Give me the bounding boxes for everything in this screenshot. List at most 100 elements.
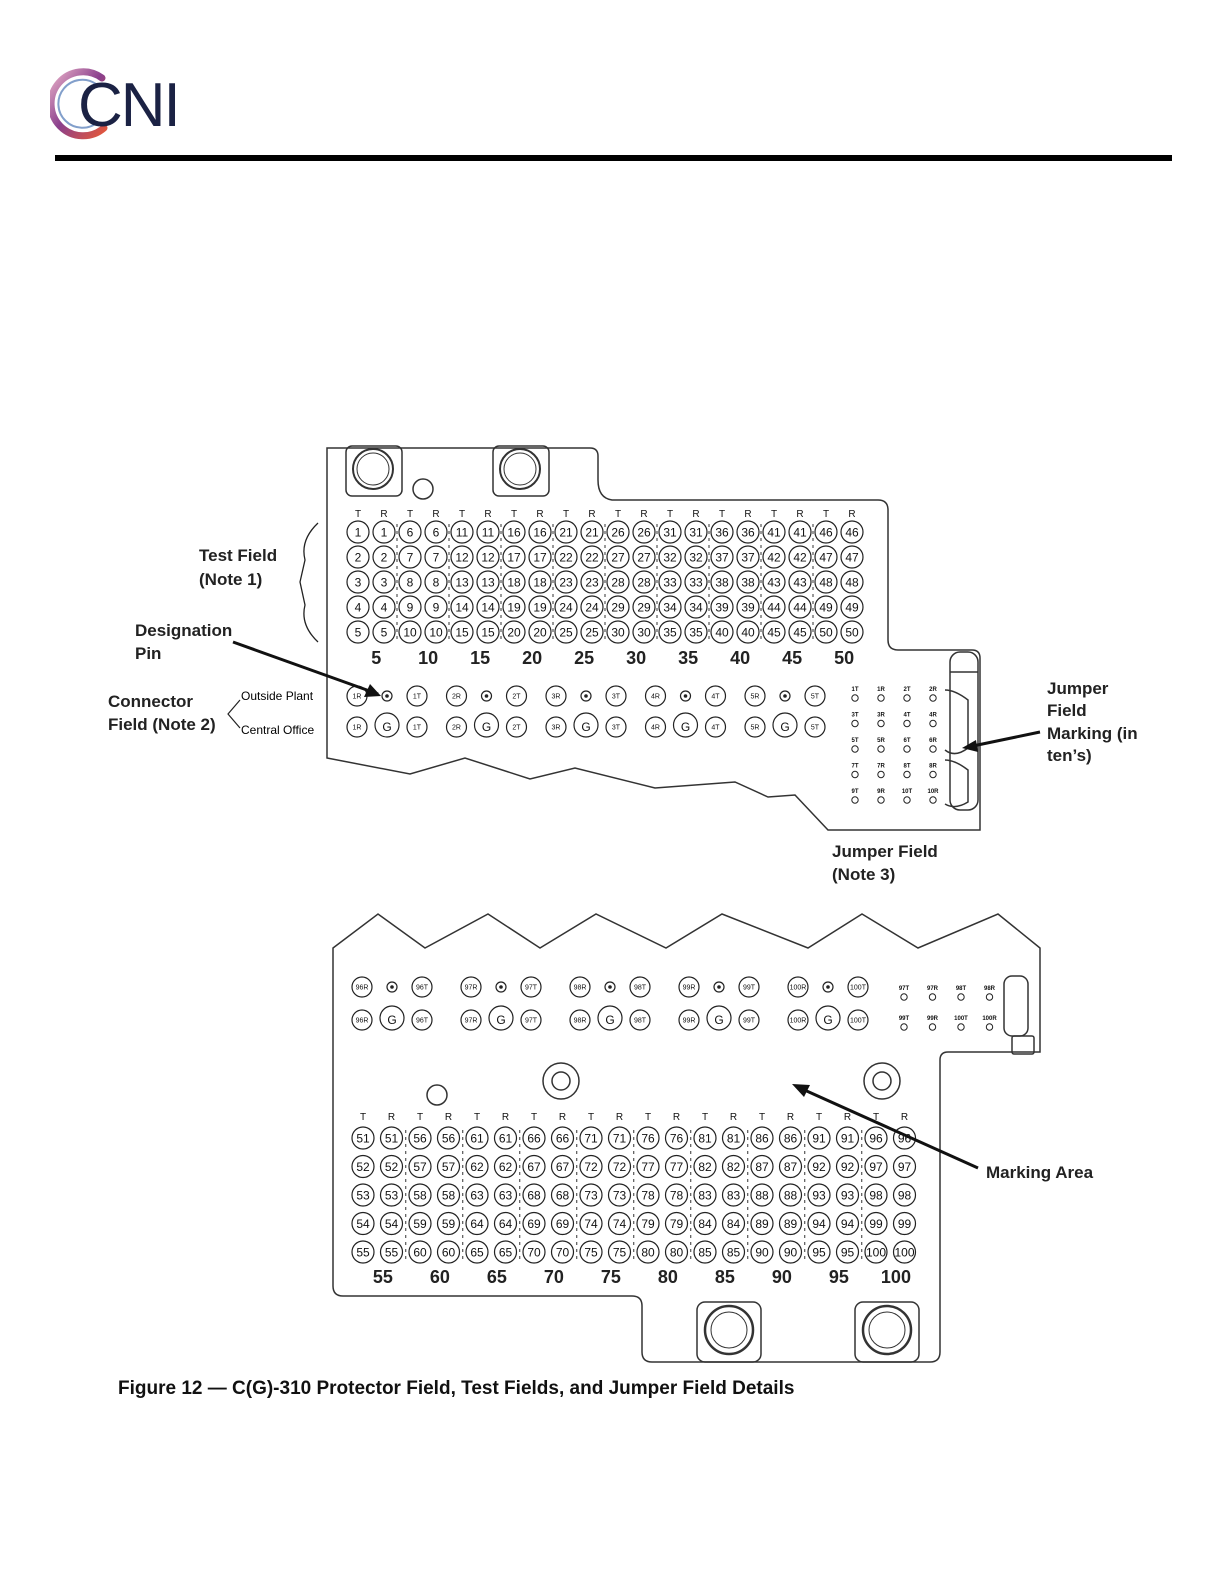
bottom-connector-label: 98R (574, 1018, 587, 1025)
top-jumper-pin (851, 770, 859, 779)
top-test-point (840, 620, 864, 644)
top-small-hole (412, 478, 434, 500)
bottom-connector-ring (520, 976, 542, 998)
top-test-point-label: 12 (455, 551, 469, 565)
top-test-point-label: 1 (381, 526, 388, 540)
bottom-col-header: T (816, 1112, 822, 1123)
top-designation-pin (580, 690, 592, 702)
top-test-point (736, 520, 760, 544)
top-connector-ring (505, 685, 528, 707)
top-test-point-label: 40 (741, 626, 755, 640)
top-connector-label: 2T (512, 694, 521, 701)
bottom-test-point (607, 1126, 632, 1150)
top-test-point (398, 620, 422, 644)
top-connector-label: 3T (612, 694, 621, 701)
callout-jumper-field-1: Jumper Field (832, 842, 938, 861)
bottom-test-point (636, 1126, 660, 1150)
top-test-point-label: 43 (767, 576, 781, 590)
top-jumper-pin (877, 745, 885, 753)
top-jumper-label: 4T (903, 713, 910, 719)
bottom-col-header: R (730, 1112, 737, 1123)
top-connector-label: 5R (751, 725, 760, 732)
top-test-point-label: 48 (819, 576, 833, 590)
bottom-col-header: T (873, 1112, 879, 1123)
bottom-test-point (636, 1211, 660, 1236)
top-test-point-label: 2 (381, 551, 388, 565)
top-test-point (606, 545, 630, 569)
bottom-test-point (750, 1211, 774, 1236)
top-group-label: 15 (470, 648, 490, 668)
top-test-point (606, 520, 630, 544)
top-jumper-pin (877, 694, 885, 702)
top-test-point-label: 46 (845, 526, 859, 540)
top-connector-label: 5T (811, 694, 820, 701)
top-test-point-label: 30 (611, 626, 625, 640)
top-test-point-label: 5 (381, 626, 388, 640)
bottom-test-point (522, 1154, 546, 1179)
top-test-point (398, 545, 422, 569)
top-test-point (606, 595, 630, 619)
bottom-designation-pin-center (499, 985, 503, 989)
callout-jumper-marking-3: Marking (in (1047, 724, 1138, 743)
bottom-test-point (465, 1126, 489, 1150)
top-col-header: R (588, 509, 595, 520)
top-test-point (684, 545, 708, 569)
top-test-point (424, 620, 448, 644)
top-test-point-label: 35 (663, 626, 677, 640)
top-col-header: R (432, 509, 439, 520)
bottom-test-point (607, 1154, 632, 1179)
bottom-group-label: 60 (430, 1267, 450, 1287)
test-field-brace (299, 522, 319, 643)
top-test-point (528, 570, 552, 594)
figure-caption: Figure 12 — C(G)-310 Protector Field, Te… (118, 1378, 795, 1399)
top-test-point (606, 570, 630, 594)
top-connector-label: 1T (413, 725, 422, 732)
bottom-test-point-label: 85 (698, 1246, 712, 1260)
bottom-test-point (436, 1183, 461, 1207)
bottom-test-point-label: 100 (894, 1246, 914, 1260)
bottom-test-point (408, 1240, 432, 1264)
top-test-point-label: 34 (663, 601, 677, 615)
bottom-jumper-pin (928, 993, 937, 1001)
top-test-point (840, 520, 864, 544)
bottom-col-header: T (531, 1112, 537, 1123)
top-jumper-label: 6T (903, 738, 910, 744)
top-test-point-label: 22 (559, 551, 573, 565)
top-test-point-label: 30 (637, 626, 651, 640)
bottom-test-point-label: 84 (698, 1217, 712, 1231)
bottom-jumper-label: 99T (899, 1016, 910, 1022)
bottom-col-header: R (388, 1112, 395, 1123)
bottom-jumper-label: 97T (899, 986, 910, 992)
top-test-point (606, 620, 630, 644)
top-test-point (424, 595, 448, 619)
top-test-point-label: 49 (845, 601, 859, 615)
bottom-test-point-label: 82 (727, 1160, 741, 1174)
top-ground-ring (772, 712, 798, 738)
top-jumper-label: 5R (877, 738, 885, 744)
top-test-point (762, 545, 786, 569)
top-test-point (450, 545, 474, 569)
bottom-col-header: R (559, 1112, 566, 1123)
top-test-point-label: 26 (637, 526, 651, 540)
top-test-point (658, 520, 682, 544)
top-test-point (762, 595, 786, 619)
top-test-point-label: 11 (456, 526, 469, 540)
top-test-point-label: 32 (689, 551, 703, 565)
top-test-point (632, 520, 656, 544)
top-test-point-label: 33 (689, 576, 703, 590)
top-test-point-label: 7 (433, 551, 440, 565)
bottom-test-point-label: 91 (812, 1132, 826, 1146)
top-test-point-label: 11 (482, 526, 495, 540)
bottom-test-point (892, 1183, 917, 1207)
bottom-test-point (693, 1126, 717, 1150)
bottom-col-header: R (901, 1112, 908, 1123)
top-jumper-label: 7T (851, 764, 858, 770)
bottom-test-point-label: 95 (841, 1246, 855, 1260)
top-connector-ring (744, 716, 766, 738)
bottom-test-point-label: 75 (613, 1246, 627, 1260)
top-group-label: 25 (574, 648, 594, 668)
top-col-header: T (407, 509, 413, 520)
top-jumper-pin (877, 719, 885, 728)
callout-test-field-2: (Note 1) (199, 570, 262, 589)
